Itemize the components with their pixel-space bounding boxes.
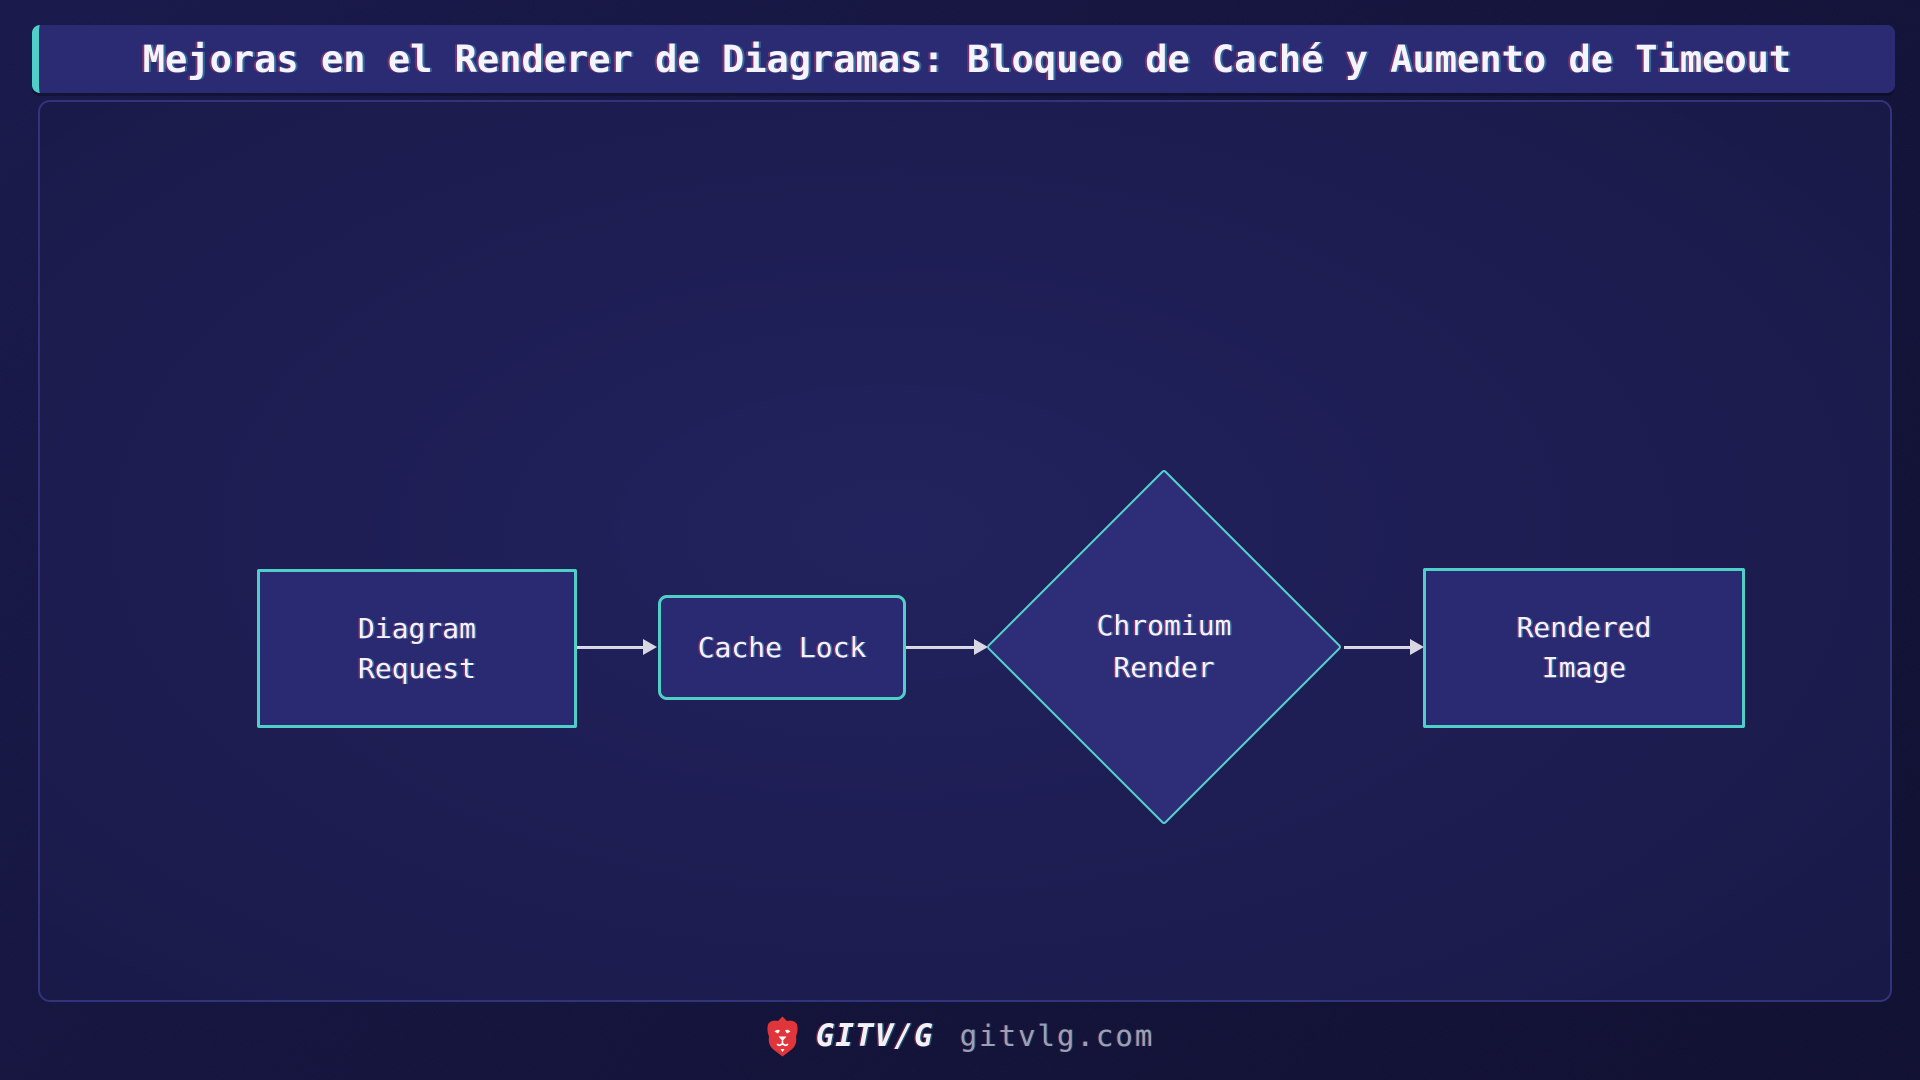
node-label-line: Diagram: [357, 611, 476, 645]
footer: GITV/G gitvlg.com: [0, 1008, 1920, 1064]
node-label-line: Rendered: [1516, 611, 1652, 644]
flowchart-node-rendered-image: Rendered Image: [1423, 568, 1745, 728]
brand-name: GITV/G: [815, 1018, 934, 1054]
node-label-line: Cache Lock: [697, 630, 867, 664]
node-label-line: Request: [357, 651, 476, 685]
arrow-shaft: [577, 645, 644, 649]
node-label-line: Image: [1541, 651, 1627, 684]
flow-arrow-cachelock-to-render: [906, 639, 988, 655]
arrowhead-icon: [974, 639, 988, 655]
diagram-panel: Diagram Request Cache Lock Chromium Rend…: [38, 100, 1892, 1002]
flow-arrow-request-to-cachelock: [577, 639, 657, 655]
arrowhead-icon: [1410, 639, 1424, 655]
arrow-shaft: [1344, 645, 1411, 649]
website-domain: gitvlg.com: [959, 1019, 1155, 1053]
arrow-shaft: [906, 645, 975, 649]
page-title: Mejoras en el Renderer de Diagramas: Blo…: [142, 37, 1792, 81]
flowchart-node-diagram-request: Diagram Request: [257, 569, 577, 728]
node-label-line: Render: [1113, 651, 1215, 684]
diamond-node-label: Chromium Render: [1004, 605, 1324, 689]
node-label-line: Chromium: [1096, 609, 1232, 642]
title-bar: Mejoras en el Renderer de Diagramas: Blo…: [32, 25, 1895, 93]
arrowhead-icon: [643, 639, 657, 655]
flowchart-node-cache-lock: Cache Lock: [658, 595, 906, 700]
lion-logo-icon: [767, 1016, 798, 1056]
flow-arrow-render-to-image: [1344, 639, 1424, 655]
